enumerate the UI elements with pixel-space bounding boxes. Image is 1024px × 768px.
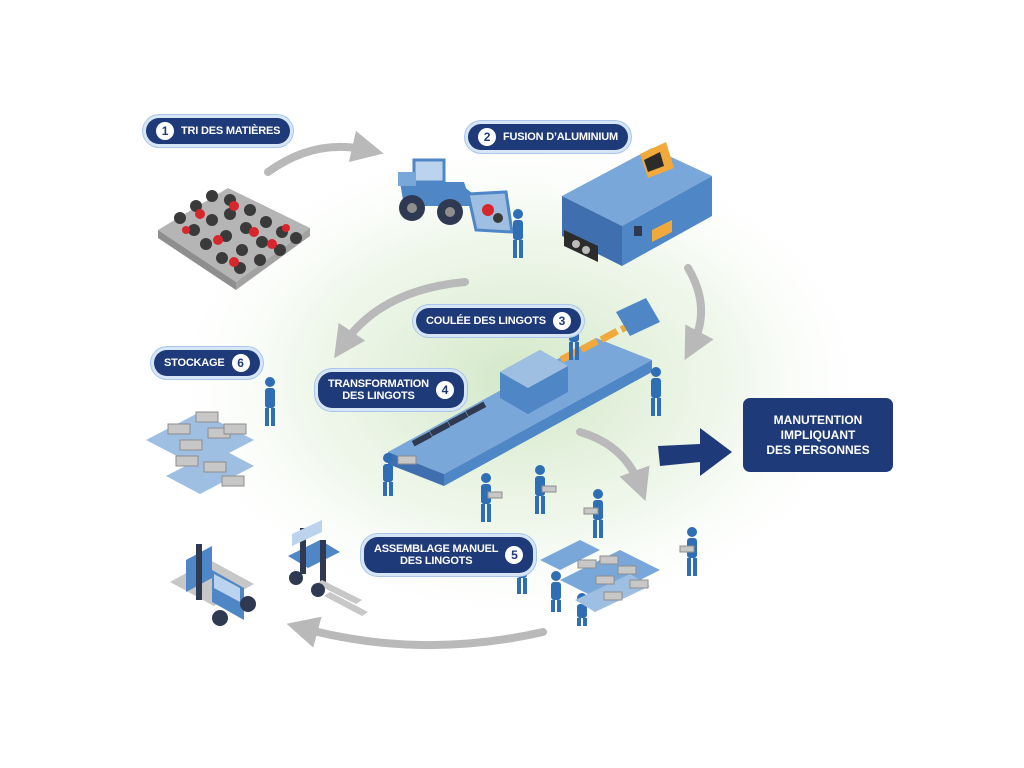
worker-f bbox=[551, 571, 561, 612]
worker-a bbox=[481, 473, 491, 522]
step-number-5: 5 bbox=[505, 546, 524, 564]
scrap-pile bbox=[158, 188, 310, 290]
step-label-2: FUSION D’ALUMINIUM bbox=[503, 131, 618, 143]
step-label-4: TRANSFORMATION DES LINGOTS bbox=[328, 378, 429, 402]
forklift-left bbox=[170, 544, 256, 626]
step-label-1: TRI DES MATIÈRES bbox=[181, 125, 281, 137]
result-box: MANUTENTION IMPLIQUANT DES PERSONNES bbox=[743, 398, 893, 472]
carried-ingots bbox=[397, 455, 695, 553]
forklift-right bbox=[288, 520, 368, 616]
step-badge-4: TRANSFORMATION DES LINGOTS 4 bbox=[318, 372, 464, 408]
step-label-6: STOCKAGE bbox=[164, 357, 225, 369]
step-label-5-line1: ASSEMBLAGE MANUEL bbox=[374, 543, 499, 555]
step-number-2: 2 bbox=[478, 128, 496, 146]
step-badge-5: ASSEMBLAGE MANUEL DES LINGOTS 5 bbox=[364, 537, 534, 573]
arrow-3-to-4 bbox=[334, 278, 469, 359]
casting-line bbox=[388, 298, 660, 486]
wheel-loader bbox=[398, 158, 514, 234]
step-number-3: 3 bbox=[552, 312, 571, 330]
step-label-5-line2: DES LINGOTS bbox=[399, 555, 473, 567]
step-badge-1: 1 TRI DES MATIÈRES bbox=[146, 118, 291, 144]
result-line-2: IMPLIQUANT bbox=[780, 427, 856, 442]
furnace bbox=[562, 142, 712, 266]
storage-pallets bbox=[146, 411, 254, 494]
step-number-6: 6 bbox=[231, 354, 250, 372]
arrow-2-to-3 bbox=[684, 264, 714, 361]
arrow-5-to-6 bbox=[286, 616, 547, 650]
worker-step6 bbox=[265, 377, 275, 426]
step-label-4-line1: TRANSFORMATION bbox=[328, 378, 429, 390]
result-arrow bbox=[658, 428, 732, 476]
step-number-1: 1 bbox=[156, 122, 174, 140]
step-label-5: ASSEMBLAGE MANUEL DES LINGOTS bbox=[374, 543, 499, 567]
arrow-1-to-2 bbox=[264, 130, 384, 176]
step-badge-3: COULÉE DES LINGOTS 3 bbox=[416, 308, 581, 334]
step-label-3: COULÉE DES LINGOTS bbox=[426, 315, 546, 327]
assembly-pallets bbox=[540, 540, 660, 612]
step-badge-6: STOCKAGE 6 bbox=[154, 350, 260, 376]
arrow-4-to-5 bbox=[576, 428, 650, 502]
step-label-4-line2: DES LINGOTS bbox=[342, 390, 415, 402]
step-number-4: 4 bbox=[435, 381, 454, 399]
result-line-3: DES PERSONNES bbox=[766, 442, 870, 457]
result-line-1: MANUTENTION bbox=[773, 412, 863, 427]
worker-step2 bbox=[513, 209, 523, 258]
step-badge-2: 2 FUSION D’ALUMINIUM bbox=[468, 124, 628, 150]
worker-conveyor-end bbox=[383, 453, 393, 496]
worker-right bbox=[651, 367, 661, 416]
cycle-arrows bbox=[264, 130, 714, 650]
